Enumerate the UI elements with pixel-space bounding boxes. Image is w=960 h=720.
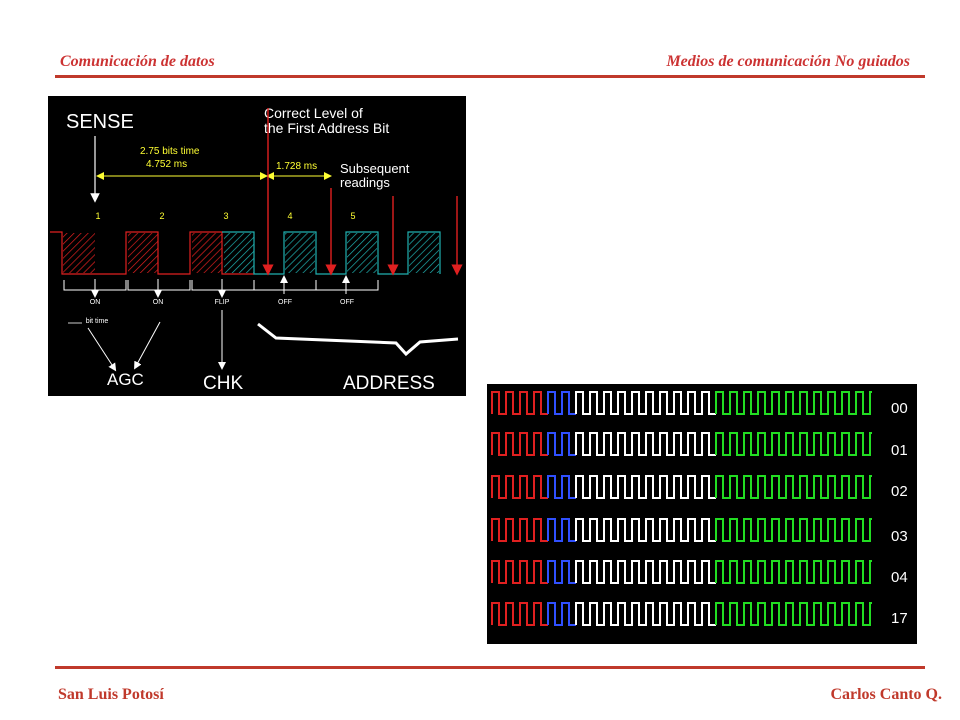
header-left-title: Comunicación de datos <box>60 53 215 70</box>
waveform-row-4-segment-3 <box>575 518 716 542</box>
waveform-row-2-segment-3 <box>575 432 716 456</box>
bit-state-5: OFF <box>340 299 354 306</box>
waveform-row-2-segment-4 <box>715 432 872 456</box>
waveform-row-6-segment-1 <box>491 602 548 626</box>
bit-number-1: 1 <box>95 211 100 221</box>
waveform-row-4-segment-1 <box>491 518 548 542</box>
waveform-row-6-segment-3 <box>575 602 716 626</box>
cyan-bit-block-4 <box>409 233 439 273</box>
bits-time-label-2: 4.752 ms <box>146 159 187 170</box>
red-bit-block-3 <box>192 233 222 273</box>
bit-state-1: ON <box>90 299 101 306</box>
bit-number-3: 3 <box>223 211 228 221</box>
subsequent-label-1: Subsequent <box>340 161 410 176</box>
code-label-02: 02 <box>891 483 908 500</box>
waveform-row-6-segment-2 <box>547 602 576 626</box>
cyan-bit-block-1 <box>224 233 254 273</box>
agc-arrow-1 <box>87 327 117 372</box>
address-code-waveforms: 00 01 02 03 04 17 <box>487 384 917 644</box>
footer-left: San Luis Potosí <box>58 686 164 703</box>
waveform-row-5-segment-1 <box>491 560 548 584</box>
interval-label: 1.728 ms <box>276 161 317 172</box>
waveform-row-1-segment-4 <box>715 391 872 415</box>
agc-label: AGC <box>107 370 144 389</box>
bit-time-label: bit time <box>86 318 109 325</box>
bit-state-brackets <box>63 280 379 291</box>
footer-right: Carlos Canto Q. <box>830 686 942 703</box>
waveform-row-1-segment-2 <box>547 391 576 415</box>
agc-arrow-2 <box>134 321 161 370</box>
waveform-rows <box>491 391 872 626</box>
chk-label: CHK <box>203 373 243 394</box>
waveform-row-1-segment-1 <box>491 391 548 415</box>
header-right-title: Medios de comunicación No guiados <box>666 53 910 70</box>
waveform-row-3-segment-3 <box>575 475 716 499</box>
correct-level-label-1: Correct Level of <box>264 105 363 121</box>
subsequent-label-2: readings <box>340 175 390 190</box>
waveform-row-3-segment-2 <box>547 475 576 499</box>
bits-time-label-1: 2.75 bits time <box>140 146 200 157</box>
bit-number-4: 4 <box>287 211 292 221</box>
address-brace <box>257 322 459 357</box>
sense-title: SENSE <box>66 111 134 133</box>
code-label-03: 03 <box>891 528 908 545</box>
code-label-04: 04 <box>891 569 908 586</box>
red-bit-block-1 <box>63 233 95 273</box>
waveform-row-5-segment-3 <box>575 560 716 584</box>
waveform-row-4-segment-4 <box>715 518 872 542</box>
bit-state-4: OFF <box>278 299 292 306</box>
bottom-divider <box>55 666 925 669</box>
cyan-bit-block-3 <box>347 233 377 273</box>
waveform-row-6-segment-4 <box>715 602 872 626</box>
waveform-row-2-segment-1 <box>491 432 548 456</box>
address-label: ADDRESS <box>343 373 435 394</box>
sense-timing-diagram: SENSE Correct Level of the First Address… <box>48 96 466 396</box>
waveform-row-5-segment-4 <box>715 560 872 584</box>
bit-number-5: 5 <box>350 211 355 221</box>
bit-state-3: FLIP <box>215 299 230 306</box>
waveform-row-3-segment-4 <box>715 475 872 499</box>
waveform-row-1-segment-3 <box>575 391 716 415</box>
red-bit-block-2 <box>128 233 158 273</box>
code-label-01: 01 <box>891 442 908 459</box>
waveform-row-5-segment-2 <box>547 560 576 584</box>
code-label-00: 00 <box>891 400 908 417</box>
bit-number-2: 2 <box>159 211 164 221</box>
code-label-17: 17 <box>891 610 908 627</box>
cyan-bit-block-2 <box>285 233 315 273</box>
waveform-row-3-segment-1 <box>491 475 548 499</box>
waveform-row-2-segment-2 <box>547 432 576 456</box>
correct-level-label-2: the First Address Bit <box>264 120 389 136</box>
top-divider <box>55 75 925 78</box>
waveform-row-4-segment-2 <box>547 518 576 542</box>
bit-state-2: ON <box>153 299 164 306</box>
